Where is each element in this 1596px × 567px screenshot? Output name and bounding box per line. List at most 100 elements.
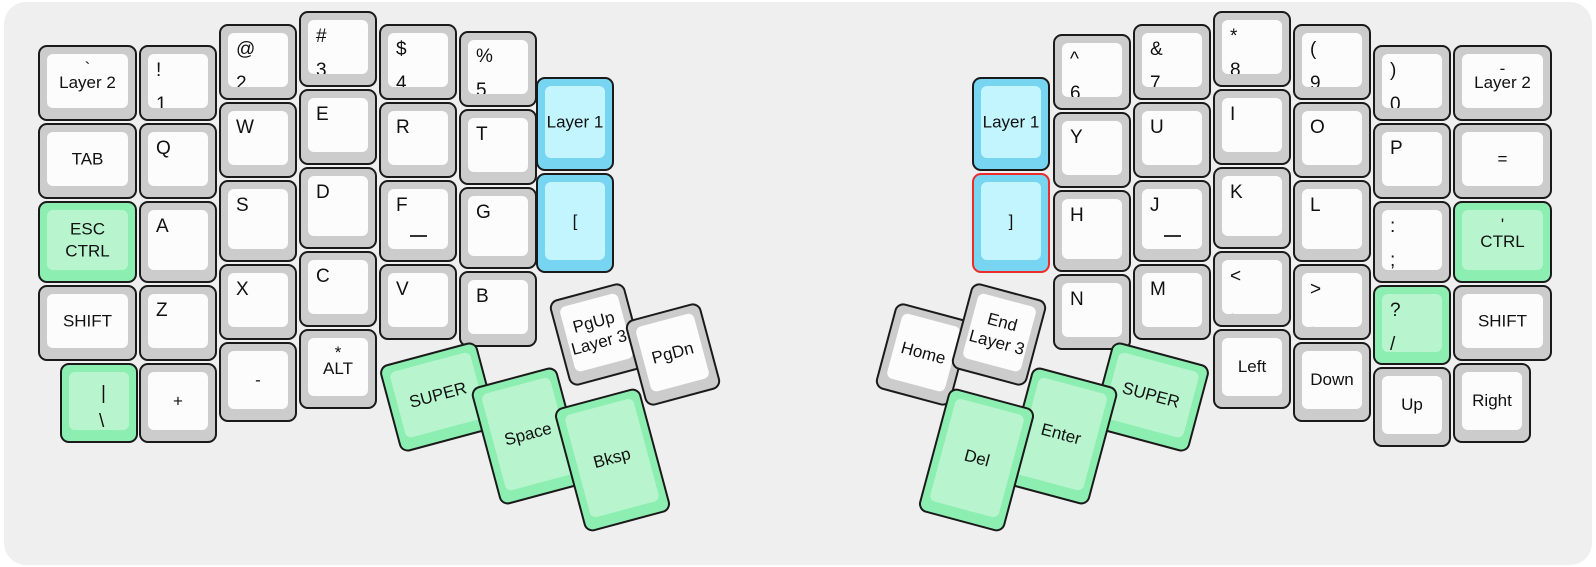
keycap-surface: T bbox=[468, 118, 528, 172]
key-r-down[interactable]: Down bbox=[1293, 342, 1371, 422]
key-l-r1c4[interactable]: #3 bbox=[299, 11, 377, 87]
key-r-r2c1[interactable]: Y bbox=[1053, 112, 1131, 188]
key-legend-primary: F bbox=[396, 195, 408, 216]
key-r-r2c5[interactable]: P bbox=[1373, 123, 1451, 199]
key-legend-primary: - bbox=[255, 370, 261, 390]
key-legend-top: # bbox=[316, 26, 327, 47]
key-legend-primary: Up bbox=[1401, 395, 1423, 414]
key-l-r1c3[interactable]: @2 bbox=[219, 24, 297, 100]
key-r-r3c5[interactable]: :; bbox=[1373, 201, 1451, 283]
key-legend-bottom: / bbox=[1390, 334, 1396, 352]
key-legend-top: * bbox=[1230, 26, 1238, 47]
key-r-r1c1[interactable]: ^6 bbox=[1053, 34, 1131, 110]
key-l-r5c2[interactable]: + bbox=[139, 363, 217, 443]
key-r-layer1[interactable]: Layer 1 bbox=[972, 77, 1050, 171]
key-l-r2c5[interactable]: R bbox=[379, 102, 457, 178]
keycap-surface: %5 bbox=[468, 40, 528, 94]
keycap-surface: L bbox=[1302, 189, 1362, 249]
key-r-r1c6[interactable]: -Layer 2 bbox=[1453, 45, 1552, 121]
homing-bar-indicator bbox=[1164, 235, 1181, 237]
key-l-bracket[interactable]: [ bbox=[536, 173, 614, 273]
key-l-r1c2[interactable]: !1 bbox=[139, 45, 217, 121]
key-r-r4c3[interactable]: <, bbox=[1213, 251, 1291, 327]
key-legend-primary: K bbox=[1230, 182, 1243, 203]
keycap-surface: O bbox=[1302, 111, 1362, 165]
key-l-r3c6[interactable]: G bbox=[459, 187, 537, 269]
key-legend-primary: SHIFT bbox=[62, 311, 113, 331]
keycap-surface: E bbox=[308, 98, 368, 152]
key-l-layer1[interactable]: Layer 1 bbox=[536, 77, 614, 171]
key-r-r3c6[interactable]: 'CTRL bbox=[1453, 201, 1552, 283]
key-l-r2c6[interactable]: T bbox=[459, 109, 537, 185]
key-r-r4c1[interactable]: N bbox=[1053, 274, 1131, 350]
key-l-r4c1[interactable]: SHIFT bbox=[38, 285, 137, 361]
key-r-r1c3[interactable]: *8 bbox=[1213, 11, 1291, 87]
key-l-r2c1[interactable]: TAB bbox=[38, 123, 137, 199]
key-legend-primary: T bbox=[476, 124, 488, 145]
key-r-r1c4[interactable]: (9 bbox=[1293, 24, 1371, 100]
key-r-r4c6[interactable]: SHIFT bbox=[1453, 285, 1552, 361]
key-l-r3c2[interactable]: A bbox=[139, 201, 217, 283]
key-r-bracket[interactable]: ] bbox=[972, 173, 1050, 273]
key-r-r2c2[interactable]: U bbox=[1133, 102, 1211, 178]
keycap-surface: S bbox=[228, 189, 288, 249]
key-l-r1c5[interactable]: $4 bbox=[379, 24, 457, 100]
keycap-surface: <, bbox=[1222, 260, 1282, 314]
key-legend-primary: U bbox=[1150, 117, 1164, 138]
key-l-r3c5[interactable]: F bbox=[379, 180, 457, 262]
key-l-r4c3[interactable]: X bbox=[219, 264, 297, 340]
key-l-r3c3[interactable]: S bbox=[219, 180, 297, 262]
key-r-r4c2[interactable]: M bbox=[1133, 264, 1211, 340]
key-legend-primary: H bbox=[1070, 205, 1084, 226]
key-r-r3c4[interactable]: L bbox=[1293, 180, 1371, 262]
key-legend-primary: I bbox=[1230, 104, 1236, 125]
keycap-surface: V bbox=[388, 273, 448, 327]
keycap-surface: &7 bbox=[1142, 33, 1202, 87]
key-legend-top: ? bbox=[1390, 300, 1401, 321]
key-r-r4c5[interactable]: ?/ bbox=[1373, 285, 1451, 365]
key-r-r3c1[interactable]: H bbox=[1053, 190, 1131, 272]
key-l-r5c3[interactable]: - bbox=[219, 342, 297, 422]
key-r-r4c4[interactable]: >. bbox=[1293, 264, 1371, 340]
key-l-r5c4[interactable]: *ALT bbox=[299, 329, 377, 409]
key-legend-primary: E bbox=[316, 104, 329, 125]
key-legend-top: $ bbox=[396, 39, 407, 60]
key-r-r2c6[interactable]: = bbox=[1453, 123, 1552, 199]
key-r-left[interactable]: Left bbox=[1213, 329, 1291, 409]
key-l-r1c1[interactable]: `Layer 2 bbox=[38, 45, 137, 121]
key-r-r1c5[interactable]: )0 bbox=[1373, 45, 1451, 121]
key-l-r2c4[interactable]: E bbox=[299, 89, 377, 165]
keycap-surface: |\ bbox=[69, 372, 129, 430]
key-l-r5c1[interactable]: |\ bbox=[60, 363, 138, 443]
keycap-surface: N bbox=[1062, 283, 1122, 337]
key-l-r1c6[interactable]: %5 bbox=[459, 31, 537, 107]
key-l-r2c2[interactable]: Q bbox=[139, 123, 217, 199]
key-legend-primary: PgUp Layer 3 bbox=[569, 307, 630, 360]
key-r-right[interactable]: Right bbox=[1453, 363, 1531, 443]
key-legend-primary: X bbox=[236, 279, 249, 300]
key-legend-bottom: 9 bbox=[1310, 73, 1321, 87]
keycap-surface: Layer 1 bbox=[545, 86, 605, 158]
keycap-surface: R bbox=[388, 111, 448, 165]
key-l-r3c1[interactable]: ESC CTRL bbox=[38, 201, 137, 283]
key-r-r1c2[interactable]: &7 bbox=[1133, 24, 1211, 100]
key-l-r4c4[interactable]: C bbox=[299, 251, 377, 327]
keycap-surface: SHIFT bbox=[47, 294, 128, 348]
key-l-r2c3[interactable]: W bbox=[219, 102, 297, 178]
key-legend-primary: W bbox=[236, 117, 254, 138]
key-l-r4c2[interactable]: Z bbox=[139, 285, 217, 361]
key-legend-primary: A bbox=[156, 216, 169, 237]
keycap-surface: B bbox=[468, 280, 528, 334]
key-r-r3c3[interactable]: K bbox=[1213, 167, 1291, 249]
key-r-r2c4[interactable]: O bbox=[1293, 102, 1371, 178]
key-legend-top: | bbox=[101, 383, 106, 404]
key-legend-primary: Z bbox=[156, 300, 168, 321]
key-l-r4c6[interactable]: B bbox=[459, 271, 537, 347]
keycap-surface: A bbox=[148, 210, 208, 270]
key-l-r3c4[interactable]: D bbox=[299, 167, 377, 249]
keycap-surface: C bbox=[308, 260, 368, 314]
key-r-r3c2[interactable]: J bbox=[1133, 180, 1211, 262]
key-l-r4c5[interactable]: V bbox=[379, 264, 457, 340]
key-r-r2c3[interactable]: I bbox=[1213, 89, 1291, 165]
key-r-up[interactable]: Up bbox=[1373, 367, 1451, 447]
